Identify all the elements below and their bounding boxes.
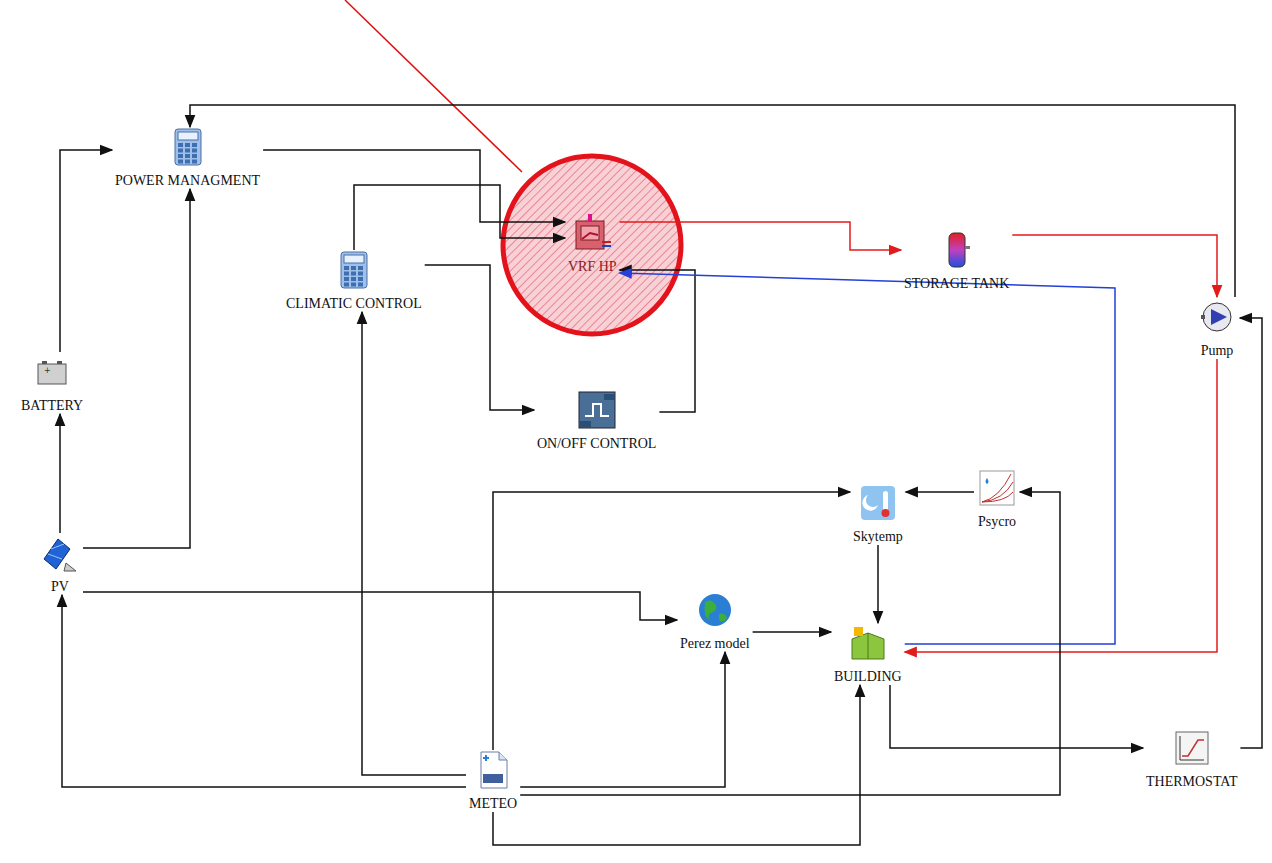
component-label: PV: [40, 579, 80, 595]
globe-icon: [695, 590, 735, 630]
component-block: STORAGE TANK: [901, 230, 1012, 292]
flow-connector: [493, 492, 850, 750]
component-label: ON/OFF CONTROL: [537, 436, 656, 452]
hp-icon: [572, 213, 612, 253]
batt-icon: +: [32, 352, 72, 392]
flow-connector: [83, 189, 190, 548]
flow-connector: [1012, 235, 1217, 297]
component-label: BATTERY: [21, 398, 83, 414]
calc-icon: [334, 250, 374, 290]
component-label: CLIMATIC CONTROL: [286, 296, 422, 312]
calc-icon: [168, 127, 208, 167]
sky-icon: [858, 483, 898, 523]
flow-connector: [62, 595, 466, 787]
flow-connector: [425, 265, 534, 410]
flow-connector: [493, 685, 860, 845]
flow-connector: [520, 652, 725, 787]
highlight-circle: [503, 156, 681, 334]
flow-connector: [877, 545, 879, 623]
component-block: THERMOSTAT: [1143, 728, 1240, 790]
flow-connector: [59, 414, 61, 533]
component-label: Pump: [1197, 343, 1237, 359]
flow-connector: [620, 222, 901, 250]
component-label: Psycro: [977, 514, 1017, 530]
component-block: METEO: [466, 750, 520, 812]
component-label: VRF HP: [568, 259, 617, 275]
component-label: Perez model: [680, 636, 750, 652]
thermo-icon: [1172, 728, 1212, 768]
bldg-icon: [848, 623, 888, 663]
flow-connector: [362, 312, 466, 775]
psy-icon: [977, 468, 1017, 508]
leader-line: [345, 0, 522, 172]
flow-connector: [905, 359, 1217, 652]
component-block: POWER MANAGMENT: [112, 127, 263, 189]
flow-connector: [83, 592, 677, 620]
component-label: THERMOSTAT: [1146, 774, 1237, 790]
flow-connector: [1240, 318, 1262, 748]
pump-icon: [1197, 297, 1237, 337]
flow-connector: [520, 492, 1060, 795]
component-block: VRF HP: [565, 213, 620, 275]
flow-connector: [60, 150, 112, 352]
meteo-icon: [473, 750, 513, 790]
flow-connector: [620, 273, 1115, 644]
component-label: STORAGE TANK: [904, 276, 1009, 292]
component-block: Pump: [1194, 297, 1240, 359]
component-block: PV: [37, 533, 83, 595]
component-block: CLIMATIC CONTROL: [283, 250, 425, 312]
flow-connector: [190, 105, 1235, 297]
component-label: METEO: [469, 796, 517, 812]
component-block: Skytemp: [850, 483, 906, 545]
component-block: + BATTERY: [18, 352, 86, 414]
tank-icon: [937, 230, 977, 270]
component-block: Perez model: [677, 590, 753, 652]
flow-connector: [354, 185, 565, 250]
pv-icon: [40, 533, 80, 573]
flow-connector: [890, 685, 1143, 748]
component-label: POWER MANAGMENT: [115, 173, 260, 189]
flow-connector: [263, 150, 565, 222]
flow-connector: [753, 631, 831, 633]
flow-connector: [906, 491, 974, 493]
component-block: ON/OFF CONTROL: [534, 390, 659, 452]
flow-connector: [620, 270, 695, 412]
component-block: BUILDING: [831, 623, 905, 685]
component-label: Skytemp: [853, 529, 903, 545]
onoff-icon: [577, 390, 617, 430]
component-block: Psycro: [974, 468, 1020, 530]
svg-text:+: +: [44, 366, 51, 375]
component-label: BUILDING: [834, 669, 902, 685]
